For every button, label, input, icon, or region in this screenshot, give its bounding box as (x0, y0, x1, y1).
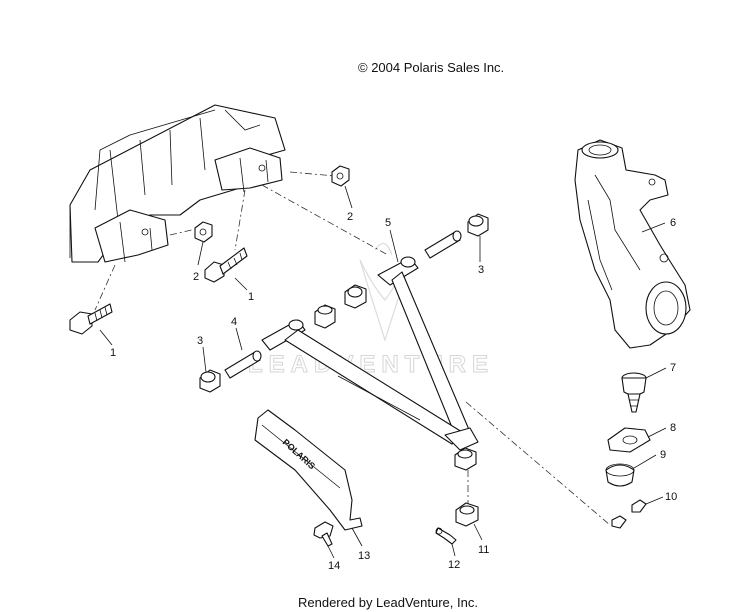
ball-joint-7 (621, 372, 647, 413)
leader-9 (633, 454, 657, 469)
axis-line-bolt-1 (94, 264, 116, 311)
leader-2b (344, 185, 353, 209)
axis-line-frame-arm (261, 184, 389, 256)
callout-8: 8 (670, 422, 676, 434)
callout-11: 11 (478, 544, 489, 556)
leader-5 (389, 229, 399, 263)
leader-1b (234, 277, 248, 291)
arm-stud (454, 447, 477, 471)
callout-6: 6 (670, 217, 676, 229)
leader-14 (327, 545, 335, 559)
bushing-3-lower (199, 369, 221, 393)
nut-2-right (331, 165, 350, 187)
bolt-1-right (204, 247, 248, 283)
nut-11 (455, 502, 479, 527)
leader-3b (202, 346, 207, 373)
copyright-text: © 2004 Polaris Sales Inc. (358, 60, 504, 75)
frame-assembly (69, 104, 286, 263)
retainer-plate-8 (607, 427, 651, 453)
callout-5: 5 (385, 217, 391, 229)
callout-1-right: 1 (248, 291, 254, 303)
cotter-pin-12 (435, 527, 457, 545)
leader-10 (645, 496, 664, 505)
callout-1-left: 1 (110, 347, 116, 359)
cap-9 (605, 463, 635, 487)
callout-14: 14 (328, 560, 340, 572)
callout-12: 12 (448, 559, 460, 571)
leader-6 (641, 222, 666, 233)
leader-11 (473, 523, 483, 541)
screw-14 (313, 521, 334, 547)
leader-4 (235, 327, 243, 351)
leader-1a (99, 329, 113, 346)
arm-bushing-rear (344, 284, 367, 309)
callout-13: 13 (358, 550, 370, 562)
callout-4: 4 (231, 316, 237, 328)
bushing-3-upper (467, 213, 489, 237)
screw-10 (611, 499, 647, 529)
footer-text: Rendered by LeadVenture, Inc. (298, 595, 478, 610)
callout-10: 10 (665, 491, 677, 503)
sleeve-4-upper (424, 230, 462, 259)
leader-2a (197, 241, 204, 266)
nut-2-left (194, 221, 213, 243)
axis-line-bolt-1b (234, 189, 246, 251)
callout-3-upper: 3 (478, 264, 484, 276)
callout-3-lower: 3 (197, 335, 203, 347)
callout-2-right: 2 (347, 211, 353, 223)
leader-8 (647, 427, 667, 438)
axis-line-balljoint (465, 401, 611, 526)
bolt-1-left (69, 303, 113, 335)
sleeve-4-lower (224, 350, 262, 379)
leader-12 (451, 543, 456, 557)
callout-2-left: 2 (193, 271, 199, 283)
watermark-text: LEADVENTURE (248, 351, 494, 378)
arm-bushing-front (314, 304, 336, 329)
callout-9: 9 (660, 449, 666, 461)
callout-7: 7 (670, 362, 676, 374)
knuckle-6 (574, 139, 691, 349)
leader-13 (351, 527, 363, 547)
guard-13: POLARIS (254, 409, 363, 531)
axis-line-nut (289, 171, 336, 177)
a-arm-5 (261, 256, 479, 451)
leader-7 (645, 367, 667, 379)
